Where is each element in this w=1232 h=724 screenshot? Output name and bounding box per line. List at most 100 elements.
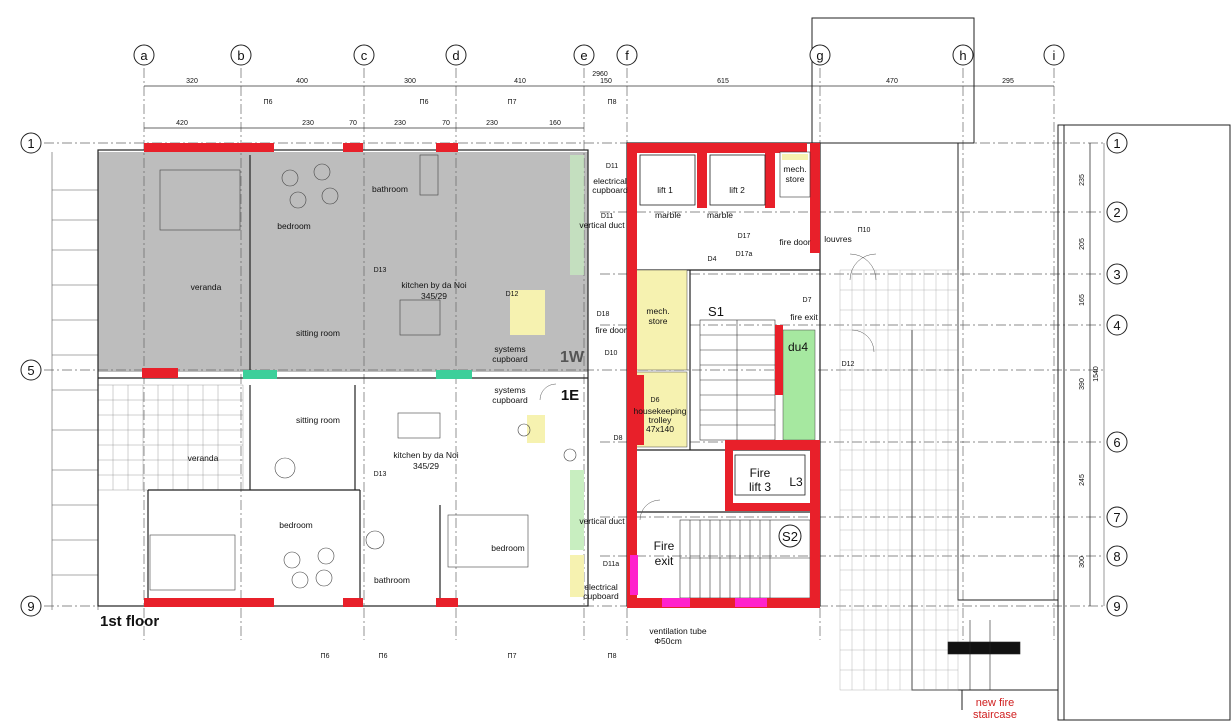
window-tag-9: П10: [858, 227, 871, 234]
yellow-strip: [570, 555, 584, 597]
axis-bubble-b: [230, 44, 252, 66]
door-tag-d8: D8: [614, 435, 623, 442]
door-tag-d12-2: D12: [842, 361, 855, 368]
apartment-1w-label: 1W: [560, 349, 585, 366]
dim-2-6: 160: [549, 120, 561, 127]
window-tag-2: П6: [420, 99, 429, 106]
floor-label: 1st floor: [100, 613, 159, 630]
door-tag-d18: D18: [597, 311, 610, 318]
dim-cd: 300: [404, 78, 416, 85]
room-kitchen-1w-code: 345/29: [421, 291, 447, 301]
row-label-5-left: 5: [27, 363, 34, 378]
rdim-total: 1540: [1093, 366, 1100, 382]
dim-ab: 320: [186, 78, 198, 85]
new-stair-treads: [947, 620, 1021, 690]
row-label-1-right: 1: [1113, 136, 1120, 151]
axis-label-g: g: [816, 48, 823, 63]
rdim-3: 390: [1079, 378, 1086, 390]
rdim-1: 205: [1079, 238, 1086, 250]
window-tag-7: П7: [508, 653, 517, 660]
rdim-5: 300: [1079, 556, 1086, 568]
room-kitchen-1w: kitchen by da Noi: [401, 280, 466, 290]
door-tag-d17a: D17a: [736, 251, 753, 258]
room-bedroom-1e: bedroom: [279, 520, 313, 530]
dim-hi: 295: [1002, 78, 1014, 85]
louvres-label: louvres: [824, 234, 851, 244]
dim-2-4: 70: [442, 120, 450, 127]
axis-label-i: i: [1053, 48, 1056, 63]
dim-2-1: 230: [302, 120, 314, 127]
room-lift-1: lift 1: [657, 185, 673, 195]
room-electrical-1: electrical: [584, 582, 618, 592]
red-walls: [142, 143, 820, 608]
yellow-zone: [631, 269, 688, 371]
apartment-1w-shade: [98, 152, 588, 372]
door-tag-d4: D4: [708, 256, 717, 263]
room-lift-2: lift 2: [729, 185, 745, 195]
fire-door-label: fire door: [595, 325, 626, 335]
room-electrical-4: cupboard: [592, 185, 628, 195]
dim-fg: 615: [717, 78, 729, 85]
axis-label-h: h: [959, 48, 966, 63]
window-tag-8: П8: [608, 653, 617, 660]
room-veranda-1e: veranda: [188, 453, 219, 463]
fire-stair-tower: [811, 17, 1231, 721]
room-housekeeping-3: 47x140: [646, 424, 674, 434]
fire-exit-label-1: Fire: [654, 539, 675, 553]
new-stair-label-1: new fire: [976, 697, 1015, 709]
door-swings: [539, 253, 877, 521]
dim-2-3: 230: [394, 120, 406, 127]
green-strip: [570, 155, 584, 275]
row-axis-bubbles-right: [1106, 132, 1128, 617]
fire-exit-label-2: exit: [655, 554, 674, 568]
door-tag-d7: D7: [803, 297, 812, 304]
room-mech-top-1: mech.: [783, 164, 806, 174]
yellow-cupboard: [510, 290, 545, 335]
room-electrical-2: cupboard: [583, 591, 619, 601]
fire-lift-label-1: Fire: [750, 466, 771, 480]
terrace-tiles: [839, 269, 959, 691]
axis-bubble-h: [952, 44, 974, 66]
rdim-4: 245: [1079, 474, 1086, 486]
axis-bubble-a: [133, 44, 155, 66]
door-tag-d13: D13: [374, 267, 387, 274]
axis-label-b: b: [237, 48, 244, 63]
room-kitchen-1e-code: 345/29: [413, 461, 439, 471]
axis-label-a: a: [140, 48, 148, 63]
window-tag-1: П6: [264, 99, 273, 106]
top-dimension-lines: [144, 85, 1105, 606]
mech-store-fill: [782, 154, 808, 160]
axis-label-d: d: [452, 48, 459, 63]
axis-label-e: e: [580, 48, 587, 63]
marble-label-1: marble: [655, 210, 681, 220]
duct-du4-label: du4: [788, 340, 808, 354]
dim-de: 410: [514, 78, 526, 85]
door-tag-d12: D12: [506, 291, 519, 298]
room-mech-store-2: store: [649, 316, 668, 326]
door-tag-d11-2: D11: [601, 213, 613, 220]
room-systems-1w: systems: [494, 344, 525, 354]
furniture: [149, 154, 577, 591]
axis-bubble-i: [1043, 44, 1065, 66]
window-tag-5: П6: [321, 653, 330, 660]
room-sitting-1w: sitting room: [296, 328, 340, 338]
fire-exit-small: fire exit: [790, 312, 818, 322]
door-tag-d6: D6: [651, 397, 660, 404]
yellow-small: [527, 415, 545, 443]
row-label-6-right: 6: [1113, 435, 1120, 450]
row-label-9-right: 9: [1113, 599, 1120, 614]
room-sitting-1e: sitting room: [296, 415, 340, 425]
axis-label-f: f: [625, 48, 629, 63]
new-stair-label-2: staircase: [973, 709, 1017, 721]
marble-label-2: marble: [707, 210, 733, 220]
stair-s2-label: S2: [782, 529, 798, 544]
room-systems-1e-2: cupboard: [492, 395, 528, 405]
window-tag-4: П8: [608, 99, 617, 106]
green-strip-2: [570, 470, 584, 550]
room-systems-1w-2: cupboard: [492, 354, 528, 364]
column-axis-bubbles: [133, 44, 1065, 66]
rdim-0: 235: [1079, 174, 1086, 186]
magenta-markers: [630, 555, 767, 607]
veranda-tiles: [97, 384, 244, 491]
axis-bubble-g: [809, 44, 831, 66]
